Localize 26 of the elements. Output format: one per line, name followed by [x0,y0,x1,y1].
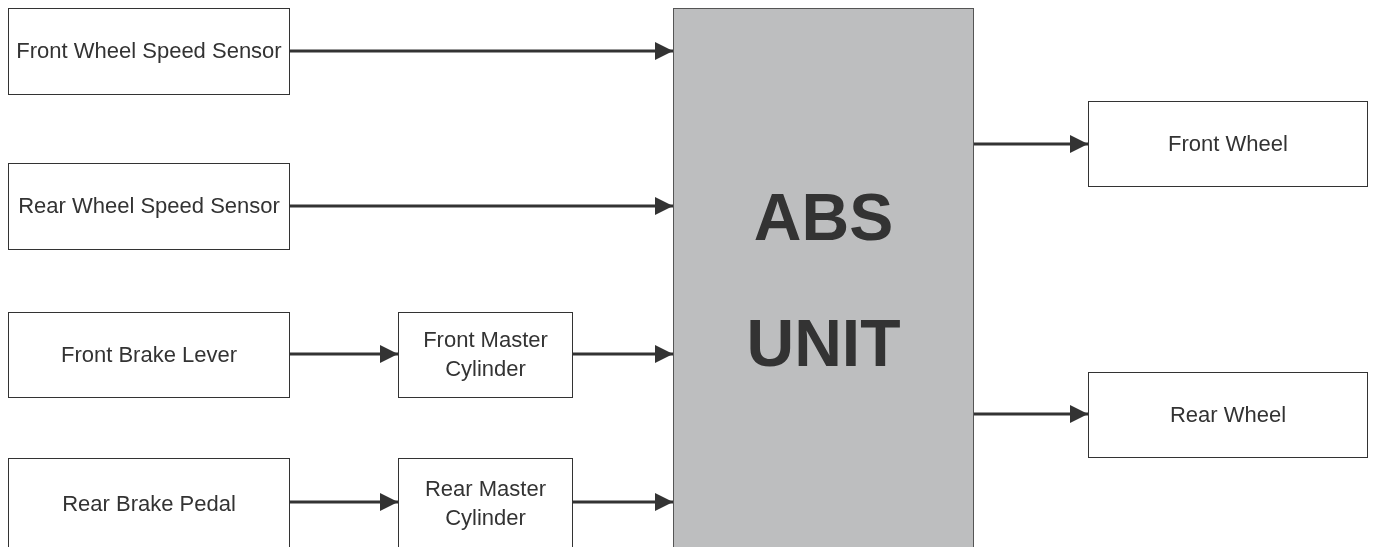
box-label: Front Wheel Speed Sensor [15,37,283,66]
arrow [290,42,673,60]
box-label: Rear Wheel [1168,400,1288,429]
process-box [1088,372,1368,458]
process-box [398,312,573,398]
process-box [398,458,573,547]
process-box [8,163,290,250]
arrow [290,493,398,511]
arrow [290,197,673,215]
arrow [974,405,1088,423]
process-box [8,8,290,95]
box-label: Front Brake Lever [59,340,239,369]
arrow [290,345,398,363]
box-label: Front Wheel [1167,129,1289,158]
unit-box [673,8,974,547]
box-label: Rear Master Cylinder [423,475,547,532]
process-box [8,458,290,547]
process-box [1088,101,1368,187]
arrow [573,493,673,511]
arrow [974,135,1088,153]
box-label: Front Master Cylinder [422,326,549,383]
box-label: ABS UNIT [745,179,902,382]
box-label: Rear Brake Pedal [61,489,237,518]
process-box [8,312,290,398]
box-label: Rear Wheel Speed Sensor [17,192,281,221]
arrow [573,345,673,363]
